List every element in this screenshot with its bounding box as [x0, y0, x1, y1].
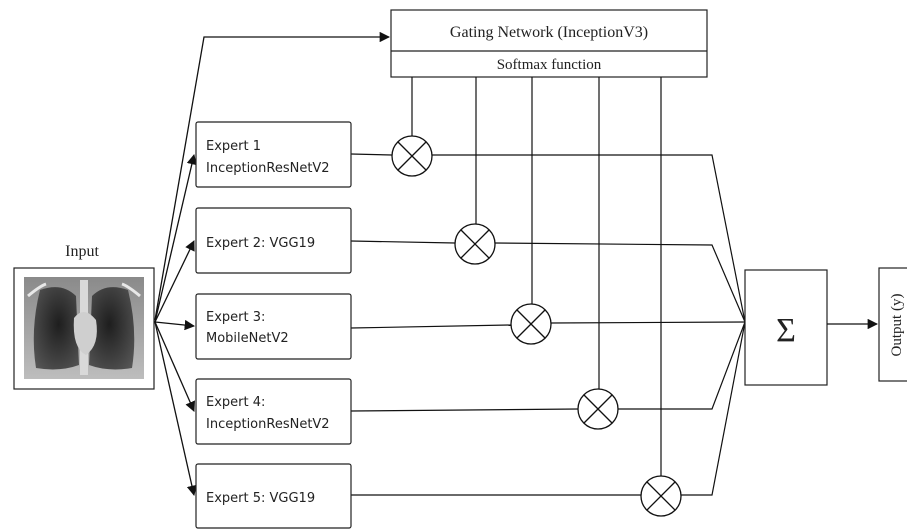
- expert-2-output-line: [350, 240, 456, 244]
- input-label: Input: [65, 243, 99, 260]
- expert-box-5: Expert 5: VGG19: [195, 463, 352, 529]
- input-to-expert-1-arrow: [154, 153, 197, 323]
- input-to-expert-3-arrow: [154, 319, 196, 331]
- multiply-node-5: [640, 475, 682, 517]
- expert-2-to-sum-line: [494, 242, 746, 323]
- softmax-label: Softmax function: [497, 57, 602, 73]
- input-to-gating-arrow: [154, 31, 391, 321]
- input-image-frame: [13, 267, 155, 390]
- expert-4-label-line2: InceptionResNetV2: [206, 417, 330, 432]
- expert-1-label-line1: Expert 1: [206, 139, 261, 154]
- multiply-node-1: [391, 135, 433, 177]
- expert-box-3: Expert 3: MobileNetV2: [195, 293, 352, 360]
- expert-5-to-sum-line: [681, 321, 746, 496]
- input-to-expert-4-arrow: [154, 321, 196, 412]
- expert-box-4: Expert 4: InceptionResNetV2: [195, 378, 352, 445]
- output-box: Output (y): [878, 267, 907, 382]
- expert-3-label-line1: Expert 3:: [206, 310, 265, 325]
- multiply-node-2: [454, 223, 496, 265]
- expert-4-output-line: [350, 408, 579, 412]
- chest-xray-image: [24, 277, 144, 379]
- multiply-node-4: [577, 388, 619, 430]
- expert-box-1: Expert 1 InceptionResNetV2: [195, 121, 352, 188]
- expert-1-output-line: [350, 153, 393, 156]
- expert-4-label-line1: Expert 4:: [206, 395, 265, 410]
- input-to-expert-2-arrow: [154, 240, 195, 323]
- expert-box-2: Expert 2: VGG19: [195, 207, 352, 274]
- gating-network-title: Gating Network (InceptionV3): [450, 24, 648, 41]
- output-label: Output (y): [889, 294, 905, 357]
- expert-3-to-sum-line: [550, 321, 746, 324]
- expert-5-label-line1: Expert 5: VGG19: [206, 491, 315, 506]
- expert-1-label-line2: InceptionResNetV2: [206, 161, 330, 176]
- expert-3-label-line2: MobileNetV2: [206, 331, 289, 346]
- gating-network-box: Gating Network (InceptionV3) Softmax fun…: [390, 9, 708, 78]
- input-to-expert-5-arrow: [154, 321, 198, 497]
- expert-2-label-line1: Expert 2: VGG19: [206, 236, 315, 251]
- sigma-symbol: Σ: [776, 312, 796, 349]
- expert-4-to-sum-line: [618, 321, 746, 410]
- summation-box: Σ: [744, 269, 828, 386]
- expert-1-to-sum-line: [432, 154, 746, 323]
- expert-3-output-line: [350, 324, 512, 329]
- multiply-node-3: [510, 303, 552, 345]
